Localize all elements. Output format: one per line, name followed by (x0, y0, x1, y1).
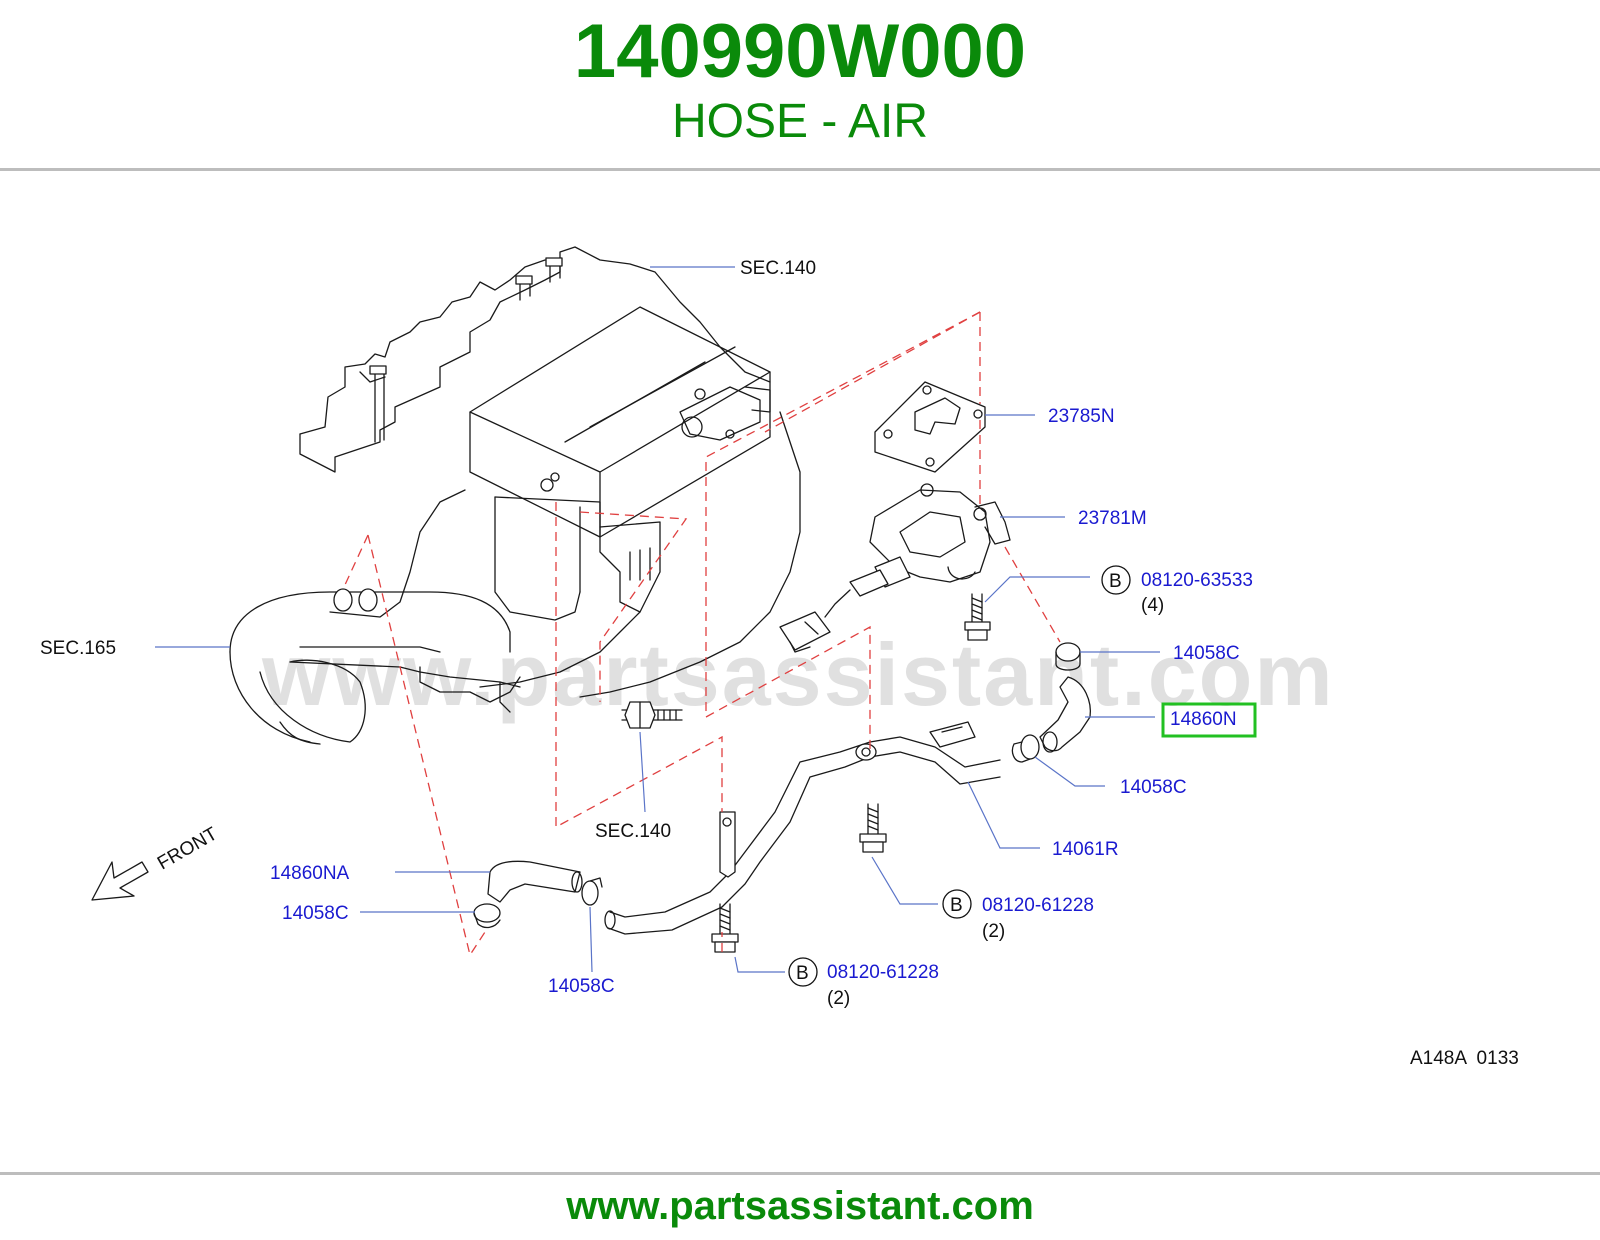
parts-diagram: www.partsassistant.com (40, 246, 1519, 1069)
callout-23781m[interactable]: 23781M (1078, 508, 1147, 529)
callout-qty-4: (4) (1141, 595, 1164, 616)
callout-sec165[interactable]: SEC.165 (40, 638, 116, 659)
footer-divider (0, 1172, 1600, 1175)
callout-23785n[interactable]: 23785N (1048, 406, 1115, 427)
callout-14058c-mid[interactable]: 14058C (1120, 777, 1187, 798)
front-arrow-icon: FRONT (91, 823, 222, 901)
pipe-14061r (604, 721, 1001, 935)
clamp-14058c-bottom (581, 877, 603, 906)
callout-08120-61228-lower[interactable]: 08120-61228 (827, 962, 939, 983)
callout-14061r[interactable]: 14061R (1052, 839, 1119, 860)
stud-sec140 (621, 701, 683, 729)
header-divider (0, 168, 1600, 171)
bolt-b-circle-3 (788, 957, 818, 987)
callout-08120-63533[interactable]: 08120-63533 (1141, 570, 1253, 591)
callout-08120-61228-upper[interactable]: 08120-61228 (982, 895, 1094, 916)
callout-14860na[interactable]: 14860NA (270, 863, 350, 884)
diagram-ref-code: A148A 0133 (1410, 1048, 1519, 1069)
bolt-08120-61228-upper (859, 803, 887, 853)
valve-23781m (779, 483, 1011, 653)
clamp-14058c-mid (1011, 734, 1040, 763)
bolt-08120-63533 (964, 593, 991, 641)
callout-14058c-upper[interactable]: 14058C (1173, 643, 1240, 664)
footer-url-link[interactable]: www.partsassistant.com (566, 1184, 1034, 1228)
callout-14058c-bottom[interactable]: 14058C (548, 976, 615, 997)
page-header: 140990W000 HOSE - AIR (0, 0, 1600, 168)
front-label: FRONT (154, 823, 222, 874)
clamp-14058c-upper (1055, 642, 1081, 671)
part-number-title: 140990W000 (573, 9, 1027, 94)
callout-14860n[interactable]: 14860N (1170, 709, 1237, 730)
callout-qty-2-lower: (2) (827, 988, 850, 1009)
leader-lines (155, 266, 1160, 973)
callout-sec140-bottom[interactable]: SEC.140 (595, 821, 671, 842)
bolt-08120-61228-lower (711, 903, 739, 953)
callout-qty-2-upper: (2) (982, 921, 1005, 942)
bolt-b-letter-1: B (1109, 571, 1122, 592)
bolt-b-letter-2: B (950, 895, 963, 916)
bolt-b-circle-2 (942, 889, 972, 919)
gasket-23785n (874, 381, 986, 473)
dashed-assembly-lines (343, 311, 1061, 957)
clamp-14058c-left (473, 903, 501, 929)
hose-14860na (487, 860, 583, 903)
selected-part-highlight (1161, 702, 1257, 738)
callout-14058c-left[interactable]: 14058C (282, 903, 349, 924)
hose-14860n (1039, 676, 1091, 753)
engine-illustration (229, 246, 801, 745)
bolt-b-circle-1 (1101, 565, 1131, 595)
callout-sec140-top[interactable]: SEC.140 (740, 258, 816, 279)
bolt-b-letter-3: B (796, 963, 809, 984)
part-description: HOSE - AIR (671, 95, 929, 148)
